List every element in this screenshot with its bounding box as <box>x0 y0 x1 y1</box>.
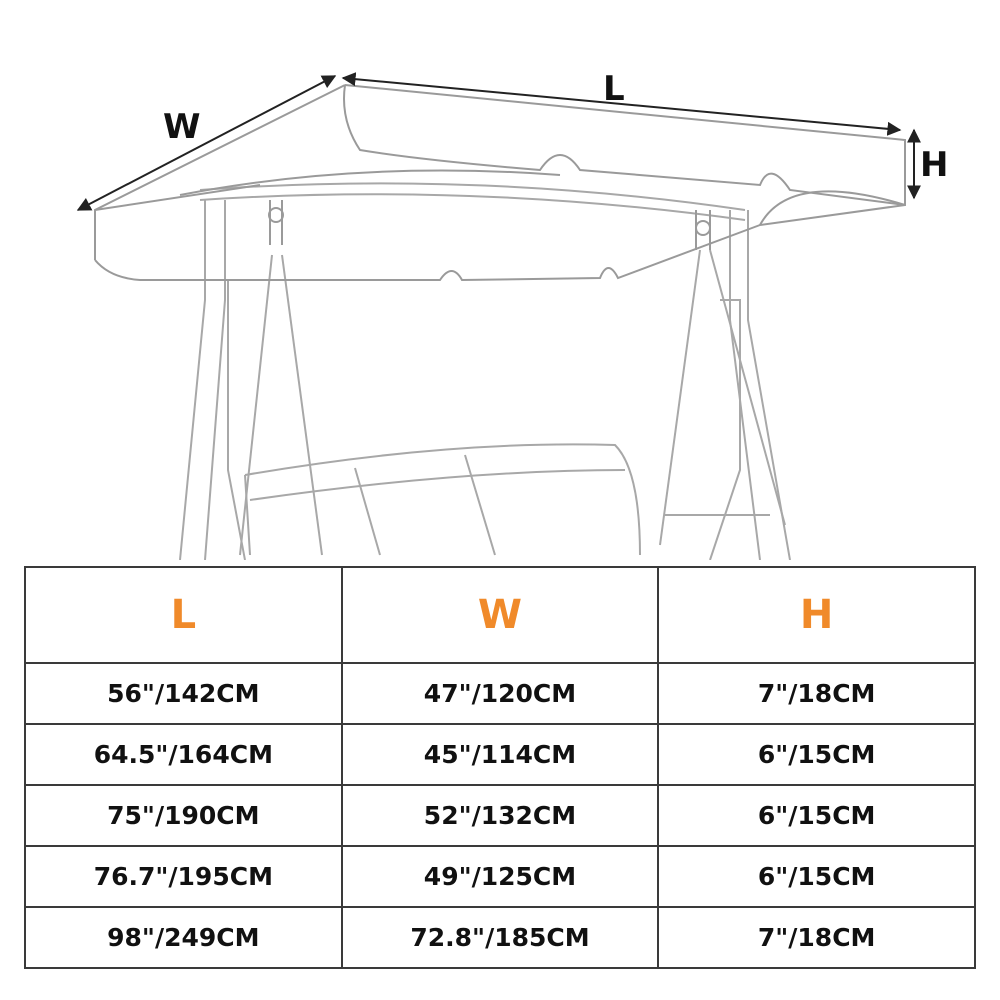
table-row: 56"/142CM 47"/120CM 7"/18CM <box>24 662 976 725</box>
header-width: W <box>340 566 660 664</box>
length-cell: 76.7"/195CM <box>24 845 343 908</box>
height-cell: 6"/15CM <box>657 784 976 847</box>
width-cell: 47"/120CM <box>340 662 660 725</box>
dimension-arrows <box>76 72 921 211</box>
swing-canopy-illustration: L W H <box>76 69 948 560</box>
length-cell: 75"/190CM <box>24 784 343 847</box>
height-label: H <box>920 145 948 185</box>
height-cell: 7"/18CM <box>657 906 976 969</box>
table-row: 76.7"/195CM 49"/125CM 6"/15CM <box>24 845 976 908</box>
length-label: L <box>603 69 625 109</box>
length-cell: 56"/142CM <box>24 662 343 725</box>
table-row: 64.5"/164CM 45"/114CM 6"/15CM <box>24 723 976 786</box>
height-cell: 7"/18CM <box>657 662 976 725</box>
header-length: L <box>24 566 343 664</box>
size-table: L W H 56"/142CM 47"/120CM 7"/18CM 64.5"/… <box>24 566 976 969</box>
header-height: H <box>657 566 976 664</box>
width-arrow <box>76 75 337 211</box>
width-label: W <box>163 107 201 147</box>
length-arrow <box>341 72 902 136</box>
swing-frame <box>179 182 791 560</box>
table-row: 98"/249CM 72.8"/185CM 7"/18CM <box>24 906 976 969</box>
height-cell: 6"/15CM <box>657 845 976 908</box>
width-cell: 45"/114CM <box>340 723 660 786</box>
length-cell: 98"/249CM <box>24 906 343 969</box>
table-header-row: L W H <box>24 566 976 664</box>
width-cell: 49"/125CM <box>340 845 660 908</box>
length-cell: 64.5"/164CM <box>24 723 343 786</box>
width-cell: 72.8"/185CM <box>340 906 660 969</box>
table-row: 75"/190CM 52"/132CM 6"/15CM <box>24 784 976 847</box>
canopy <box>94 84 906 282</box>
width-cell: 52"/132CM <box>340 784 660 847</box>
height-cell: 6"/15CM <box>657 723 976 786</box>
